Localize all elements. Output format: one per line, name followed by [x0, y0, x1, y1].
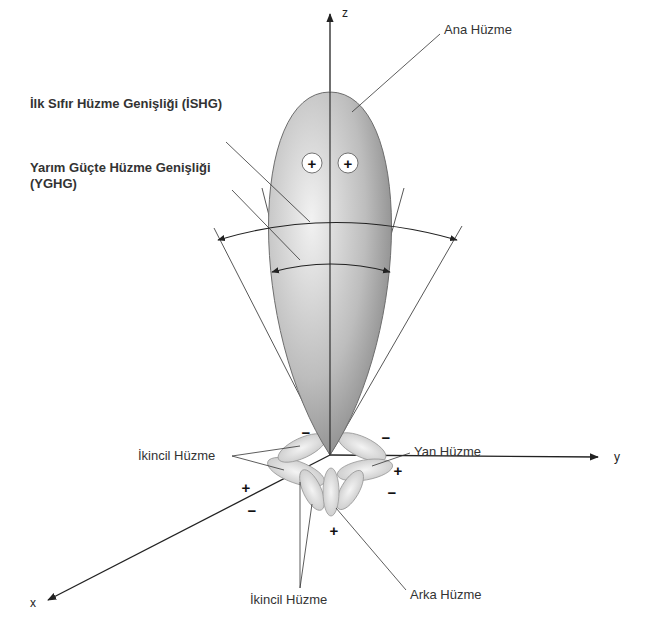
sign-symbol: +: [308, 156, 317, 171]
leader-lines: [226, 34, 440, 590]
sign-symbol: −: [382, 430, 391, 445]
sign-symbol: −: [388, 485, 397, 500]
sign-symbol: −: [248, 503, 257, 518]
axis-label: z: [342, 6, 348, 20]
sign-badges: [302, 153, 358, 173]
lobe-label: İkincil Hüzme: [250, 592, 327, 608]
z-axis-over-lobe: [329, 92, 330, 455]
main-lobe: [269, 92, 392, 455]
sign-symbol: +: [330, 523, 339, 538]
lobe-label: Ana Hüzme: [444, 22, 512, 38]
lobe-label: Arka Hüzme: [410, 587, 482, 603]
beamwidth-arcs: [218, 223, 457, 273]
sign-symbol: +: [394, 463, 403, 478]
beamwidth-label: Yarım Güçte Hüzme Genişliği (YGHG): [30, 160, 230, 191]
axis-label: y: [614, 450, 620, 464]
axis-label: x: [30, 596, 36, 610]
lobe-label: Yan Hüzme: [414, 444, 481, 460]
beamwidth-label: İlk Sıfır Hüzme Genişliği (İSHG): [30, 96, 230, 112]
lobe-label: İkincil Hüzme: [138, 448, 215, 464]
sign-symbol: +: [242, 480, 251, 495]
sign-symbol: +: [344, 156, 353, 171]
sign-symbol: −: [302, 425, 311, 440]
